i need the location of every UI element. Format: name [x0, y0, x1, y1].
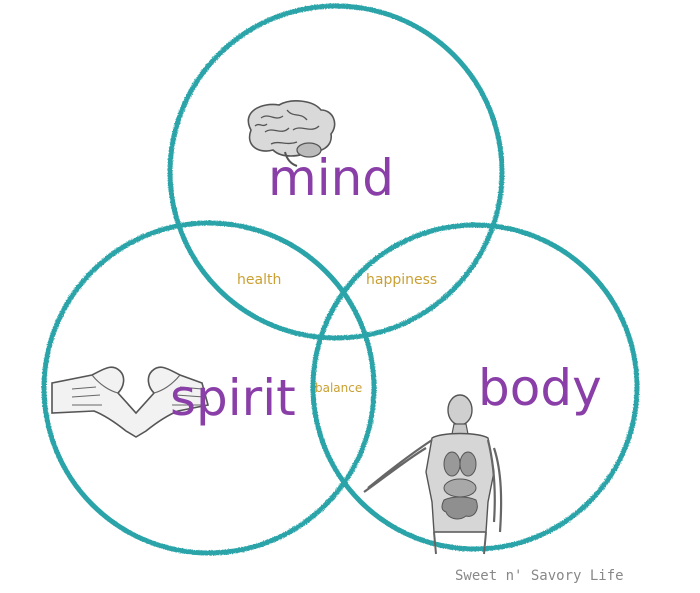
credit-text: Sweet n' Savory Life	[455, 568, 624, 584]
mind-label: mind	[268, 149, 394, 207]
balance-label: balance	[315, 381, 362, 395]
body-label: body	[478, 359, 602, 417]
human-anatomy-icon	[363, 394, 503, 555]
spirit-label: spirit	[170, 369, 296, 427]
brain-icon	[247, 100, 336, 167]
body-circle	[310, 222, 640, 552]
health-label: health	[237, 272, 281, 288]
happiness-label: happiness	[366, 272, 437, 288]
heart-hands-icon	[51, 366, 209, 438]
spirit-circle	[41, 220, 377, 556]
mind-circle	[167, 3, 505, 341]
